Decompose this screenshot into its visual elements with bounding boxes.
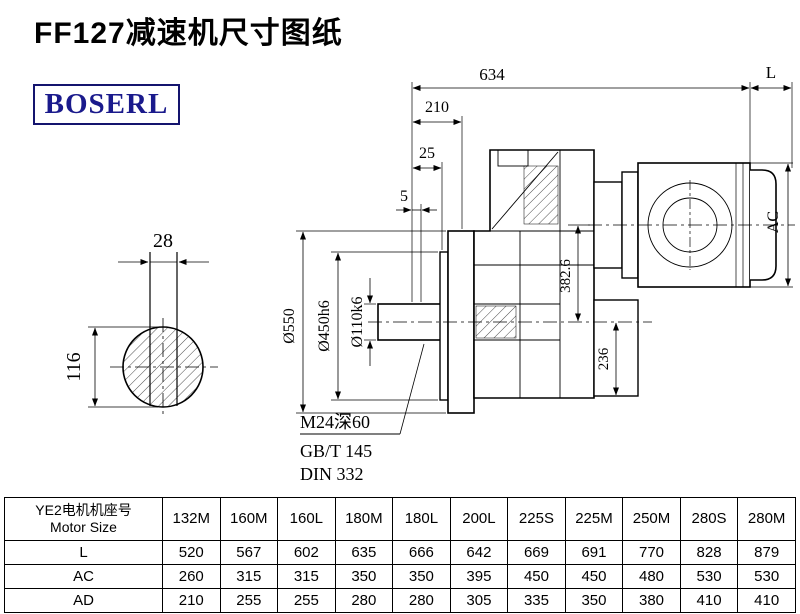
note-tap-label: M24深60 bbox=[300, 412, 370, 432]
table-cell: 305 bbox=[449, 588, 509, 613]
column-header: 160L bbox=[277, 497, 336, 541]
dimension-28: 28 bbox=[118, 230, 209, 266]
table-cell: 666 bbox=[392, 540, 451, 565]
table-cell: 480 bbox=[622, 564, 681, 589]
row-label: L bbox=[4, 540, 163, 565]
table-cell: 642 bbox=[449, 540, 509, 565]
dimension-116: 116 bbox=[63, 326, 158, 408]
dimension-AC: AC bbox=[750, 162, 793, 288]
table-cell: 395 bbox=[449, 564, 509, 589]
table-cell: 450 bbox=[507, 564, 566, 589]
motor-size-header-cn: YE2电机机座号 bbox=[35, 501, 132, 518]
table-cell: 520 bbox=[162, 540, 221, 565]
table-cell: 530 bbox=[679, 564, 739, 589]
row-label: AD bbox=[4, 588, 163, 613]
column-header: 180L bbox=[392, 497, 451, 541]
dim-382-6-label: 382.6 bbox=[558, 259, 574, 293]
table-cell: 335 bbox=[507, 588, 566, 613]
dim-28-label: 28 bbox=[153, 230, 173, 252]
dim-210-label: 210 bbox=[425, 99, 449, 116]
row-label: AC bbox=[4, 564, 163, 589]
dimension-236: 236 bbox=[596, 322, 620, 396]
table-cell: 255 bbox=[277, 588, 336, 613]
logo-text: BOSERL bbox=[44, 88, 169, 120]
table-cell: 450 bbox=[564, 564, 624, 589]
column-header: 280M bbox=[737, 497, 796, 541]
boserl-logo: BOSERL bbox=[33, 84, 180, 125]
table-cell: 315 bbox=[219, 564, 279, 589]
table-cell: 210 bbox=[162, 588, 221, 613]
column-header: 180M bbox=[334, 497, 394, 541]
dim-25-label: 25 bbox=[419, 145, 435, 162]
motor-size-header: YE2电机机座号 Motor Size bbox=[4, 497, 163, 541]
column-header: 225S bbox=[507, 497, 566, 541]
table-cell: 380 bbox=[622, 588, 681, 613]
dimension-dia550: Ø550 bbox=[281, 230, 446, 414]
technical-drawing: 28 116 bbox=[63, 63, 795, 484]
column-header: 200L bbox=[449, 497, 509, 541]
table-cell: 350 bbox=[564, 588, 624, 613]
dim-AC-label: AC bbox=[765, 211, 782, 233]
table-row-AC: AC 260 315 315 350 350 395 450 450 480 5… bbox=[4, 564, 796, 589]
dimension-210: 210 bbox=[412, 99, 463, 229]
table-cell: 255 bbox=[219, 588, 279, 613]
table-cell: 602 bbox=[277, 540, 336, 565]
dim-L-label: L bbox=[766, 63, 776, 82]
table-cell: 567 bbox=[219, 540, 279, 565]
table-cell: 410 bbox=[679, 588, 739, 613]
table-cell: 770 bbox=[622, 540, 681, 565]
page-title: FF127减速机尺寸图纸 bbox=[34, 17, 343, 50]
column-header: 160M bbox=[219, 497, 279, 541]
table-header-row: YE2电机机座号 Motor Size 132M 160M 160L 180M … bbox=[4, 497, 796, 541]
table-cell: 691 bbox=[564, 540, 624, 565]
dimension-25: 25 bbox=[412, 145, 443, 250]
table-cell: 280 bbox=[392, 588, 451, 613]
gear-hatch-b bbox=[523, 165, 559, 225]
dim-634-label: 634 bbox=[479, 65, 505, 84]
dimension-382-6: 382.6 bbox=[558, 224, 590, 322]
shaft-end-view bbox=[110, 252, 218, 416]
table-cell: 260 bbox=[162, 564, 221, 589]
column-header: 132M bbox=[162, 497, 221, 541]
table-cell: 828 bbox=[679, 540, 739, 565]
table-cell: 410 bbox=[737, 588, 796, 613]
dimension-634: 634 bbox=[411, 65, 751, 302]
column-header: 250M bbox=[622, 497, 681, 541]
centerlines bbox=[368, 224, 795, 323]
table-cell: 350 bbox=[392, 564, 451, 589]
motor-size-table: YE2电机机座号 Motor Size 132M 160M 160L 180M … bbox=[4, 497, 796, 613]
shaft-notes: M24深60 GB/T 145 DIN 332 bbox=[300, 343, 425, 484]
note-din-label: DIN 332 bbox=[300, 464, 364, 484]
dimension-5: 5 bbox=[396, 188, 437, 302]
table-cell: 315 bbox=[277, 564, 336, 589]
motor-size-header-en: Motor Size bbox=[50, 519, 117, 535]
table-cell: 350 bbox=[334, 564, 394, 589]
dimension-dia110: Ø110k6 bbox=[349, 278, 376, 366]
dim-5-label: 5 bbox=[400, 188, 408, 205]
dim-116-label: 116 bbox=[63, 352, 85, 381]
table-row-L: L 520 567 602 635 666 642 669 691 770 82… bbox=[4, 540, 796, 565]
dia-110-label: Ø110k6 bbox=[349, 297, 366, 348]
column-header: 280S bbox=[679, 497, 739, 541]
dim-236-label: 236 bbox=[596, 347, 612, 370]
flange-spigot bbox=[439, 251, 449, 401]
dia-450-label: Ø450h6 bbox=[316, 300, 333, 352]
column-header: 225M bbox=[564, 497, 624, 541]
gearbox-body bbox=[377, 149, 777, 414]
table-cell: 669 bbox=[507, 540, 566, 565]
table-row-AD: AD 210 255 255 280 280 305 335 350 380 4… bbox=[4, 588, 796, 613]
table-cell: 530 bbox=[737, 564, 796, 589]
table-cell: 879 bbox=[737, 540, 796, 565]
dia-550-label: Ø550 bbox=[281, 308, 298, 344]
dimension-L: L bbox=[750, 63, 793, 168]
table-cell: 635 bbox=[334, 540, 394, 565]
table-cell: 280 bbox=[334, 588, 394, 613]
dimension-dia450: Ø450h6 bbox=[316, 251, 438, 401]
note-gb-label: GB/T 145 bbox=[300, 441, 372, 461]
